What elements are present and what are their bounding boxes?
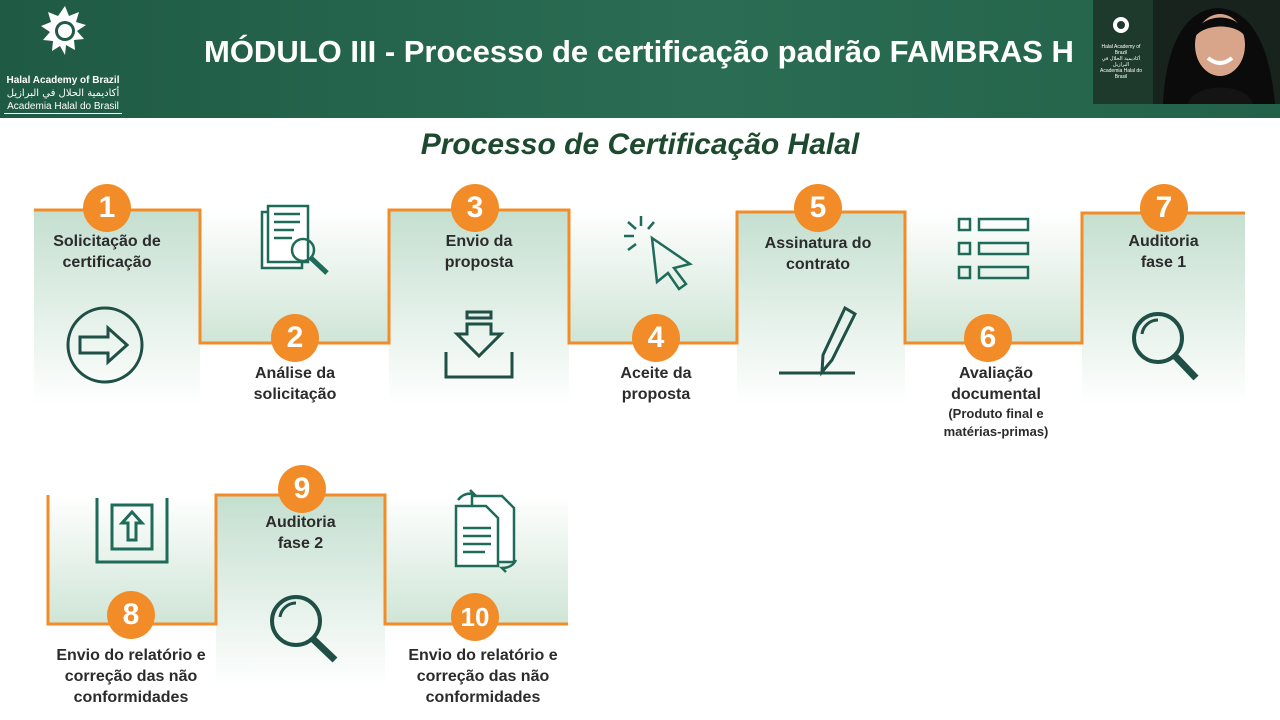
step-number-badge: 9 xyxy=(278,465,326,513)
cursor-click-icon xyxy=(624,216,694,291)
process-line-row-2 xyxy=(46,493,568,626)
pen-sign-icon xyxy=(779,305,857,377)
step-number-badge: 4 xyxy=(632,314,680,362)
logo-text-english: Halal Academy of Brazil xyxy=(6,75,120,86)
step-10-label: Envio do relatório e correção das não co… xyxy=(408,647,558,706)
step-2-label: Análise da solicitação xyxy=(253,365,337,403)
webcam-overlay: Halal Academy of Brazil أكاديمية الحلال … xyxy=(1093,0,1280,104)
academy-logo: Halal Academy of Brazil أكاديمية الحلال … xyxy=(4,2,122,116)
panel-step-1 xyxy=(34,210,200,405)
slide-title: Processo de Certificação Halal xyxy=(420,128,860,161)
document-refresh-icon xyxy=(454,489,518,573)
step-number-badge: 3 xyxy=(451,184,499,232)
step-8-label: Envio do relatório e correção das não co… xyxy=(56,647,206,706)
webcam-logo-text-portuguese: Academia Halal do Brasil xyxy=(1100,68,1142,80)
step-1-label: Solicitação de certificação xyxy=(53,233,161,271)
halal-emblem-icon xyxy=(41,6,86,55)
step-number-badge: 8 xyxy=(107,591,155,639)
step-number-badge: 7 xyxy=(1140,184,1188,232)
step-6-sublabel: (Produto final e matérias-primas) xyxy=(943,406,1049,439)
panel-step-3 xyxy=(389,210,569,405)
step-number-badge: 1 xyxy=(83,184,131,232)
module-title: MÓDULO III - Processo de certificação pa… xyxy=(204,34,1074,69)
panel-step-7 xyxy=(1082,213,1245,405)
step-6-label: Avaliação documental xyxy=(951,365,1041,403)
presenter-video xyxy=(1093,0,1280,104)
panel-step-9 xyxy=(216,495,385,688)
logo-text-arabic: أكاديمية الحلال في البرازيل xyxy=(6,88,120,99)
step-number-badge: 10 xyxy=(451,593,499,641)
step-7-label: Auditoria fase 1 xyxy=(1128,233,1199,271)
magnifier-icon xyxy=(270,595,338,663)
step-5-label: Assinatura do contrato xyxy=(764,235,872,273)
step-3-label: Envio da proposta xyxy=(444,233,514,271)
step-9-label: Auditoria fase 2 xyxy=(265,514,336,552)
logo-text-portuguese: Academia Halal do Brasil xyxy=(4,101,122,114)
magnifier-icon xyxy=(1132,312,1199,381)
header-bar: Halal Academy of Brazil أكاديمية الحلال … xyxy=(0,0,1280,118)
download-tray-icon xyxy=(444,310,514,379)
arrow-right-circle-icon xyxy=(66,306,144,384)
webcam-logo-text-english: Halal Academy of Brazil xyxy=(1101,44,1141,56)
step-number-badge: 6 xyxy=(964,314,1012,362)
checklist-icon xyxy=(957,217,1030,280)
documents-search-icon xyxy=(260,204,329,275)
webcam-logo-text-arabic: أكاديمية الحلال في البرازيل xyxy=(1101,56,1141,68)
upload-tray-icon xyxy=(95,498,169,564)
step-4-label: Aceite da proposta xyxy=(620,365,692,403)
step-number-badge: 2 xyxy=(271,314,319,362)
step-number-badge: 5 xyxy=(794,184,842,232)
